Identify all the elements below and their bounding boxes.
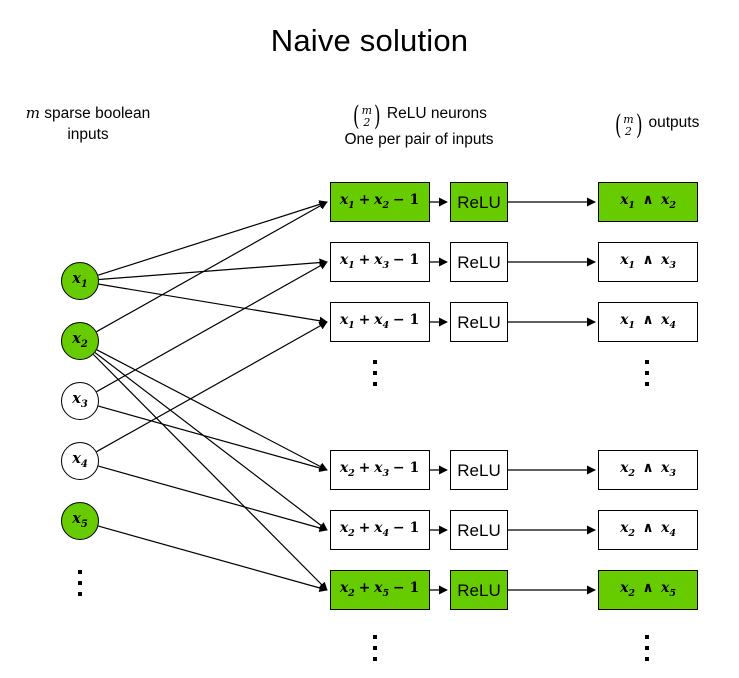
- input-node-label: x1: [72, 270, 88, 290]
- edge-x4-to-r5: [98, 465, 328, 533]
- input-node-label: x4: [72, 450, 88, 470]
- input-node-label: x2: [72, 330, 88, 350]
- preactivation-box-r1[interactable]: x1 + x2 − 1: [330, 182, 430, 222]
- input-node-label: x5: [72, 510, 88, 530]
- preactivation-box-r2[interactable]: x1 + x3 − 1: [330, 242, 430, 282]
- output-expression: x2 ∧ x3: [620, 460, 676, 480]
- edge-x1-to-r1: [97, 200, 328, 276]
- preactivation-expression: x1 + x4 − 1: [339, 312, 420, 332]
- edge-x5-to-r6: [98, 525, 328, 593]
- input-to-neuron-edges: [92, 200, 328, 593]
- input-node-x4[interactable]: x4: [61, 442, 99, 480]
- column-header-inputs-line1: m sparse boolean: [4, 103, 172, 124]
- binom-right-paren: ): [374, 100, 381, 132]
- preactivation-expression: x1 + x3 − 1: [339, 252, 420, 272]
- relu-label: ReLU: [457, 312, 501, 332]
- binom-top: m: [361, 104, 373, 118]
- preactivation-box-r5[interactable]: x2 + x4 − 1: [330, 510, 430, 550]
- relu-label: ReLU: [457, 580, 501, 600]
- page-title: Naive solution: [270, 23, 469, 58]
- preactivation-expression: x2 + x5 − 1: [339, 580, 420, 600]
- output-box-r3[interactable]: x1 ∧ x4: [598, 302, 698, 342]
- edge-x2-to-r6: [92, 354, 328, 591]
- input-column-ellipsis: [77, 570, 83, 596]
- output-box-r5[interactable]: x2 ∧ x4: [598, 510, 698, 550]
- edge-x2-to-r4: [96, 349, 328, 471]
- relu-box-r5[interactable]: ReLU: [450, 510, 508, 550]
- output-expression: x1 ∧ x4: [620, 312, 676, 332]
- edge-x1-to-r3: [98, 283, 328, 325]
- edge-x1-to-r2: [98, 258, 328, 281]
- output-expression: x1 ∧ x3: [620, 252, 676, 272]
- input-node-x3[interactable]: x3: [61, 382, 99, 420]
- input-node-x2[interactable]: x2: [61, 322, 99, 360]
- edge-x2-to-r1: [96, 201, 328, 333]
- preactivation-expression: x2 + x4 − 1: [339, 520, 420, 540]
- binom-right-paren: ): [635, 109, 643, 141]
- output-box-r2[interactable]: x1 ∧ x3: [598, 242, 698, 282]
- output-box-r4[interactable]: x2 ∧ x3: [598, 450, 698, 490]
- column-header-inputs: m sparse boolean inputs: [4, 103, 172, 145]
- binom-left-paren: (: [353, 100, 360, 132]
- binom-bottom: 2: [624, 124, 632, 138]
- output-expression: x2 ∧ x5: [620, 580, 676, 600]
- relu-box-r4[interactable]: ReLU: [450, 450, 508, 490]
- input-node-x5[interactable]: x5: [61, 502, 99, 540]
- output-expression: x2 ∧ x4: [620, 520, 676, 540]
- relu-label: ReLU: [457, 192, 501, 212]
- output-expression: x1 ∧ x2: [620, 192, 676, 212]
- column-header-inputs-line2: inputs: [67, 126, 109, 143]
- preactivation-box-r6[interactable]: x2 + x5 − 1: [330, 570, 430, 610]
- relu-label: ReLU: [457, 460, 501, 480]
- column-header-hidden-line2: One per pair of inputs: [344, 131, 494, 149]
- column-header-inputs-line1-text: sparse boolean: [39, 105, 151, 122]
- column-header-hidden-line1-text: ReLU neurons: [382, 105, 487, 122]
- output-box-r6[interactable]: x2 ∧ x5: [598, 570, 698, 610]
- output-column-ellipsis-1: [644, 360, 650, 386]
- preactivation-box-r3[interactable]: x1 + x4 − 1: [330, 302, 430, 342]
- math-symbol-m: m: [25, 104, 40, 122]
- binom-bottom: 2: [363, 115, 371, 129]
- hidden-column-ellipsis-1: [372, 360, 378, 386]
- binom-top: m: [623, 113, 634, 127]
- input-node-label: x3: [72, 390, 88, 410]
- relu-box-r1[interactable]: ReLU: [450, 182, 508, 222]
- relu-box-r3[interactable]: ReLU: [450, 302, 508, 342]
- binom-left-paren: (: [614, 109, 622, 141]
- relu-box-r2[interactable]: ReLU: [450, 242, 508, 282]
- preactivation-box-r4[interactable]: x2 + x3 − 1: [330, 450, 430, 490]
- relu-label: ReLU: [457, 252, 501, 272]
- edge-x3-to-r2: [96, 261, 328, 393]
- hidden-column-ellipsis-2: [372, 635, 378, 661]
- input-node-x1[interactable]: x1: [61, 262, 99, 300]
- output-column-ellipsis-2: [644, 635, 650, 661]
- preactivation-expression: x1 + x2 − 1: [339, 192, 420, 212]
- edge-x2-to-r5: [94, 352, 328, 531]
- output-box-r1[interactable]: x1 ∧ x2: [598, 182, 698, 222]
- relu-box-r6[interactable]: ReLU: [450, 570, 508, 610]
- neuron-to-output-edges: [430, 197, 596, 595]
- preactivation-expression: x2 + x3 − 1: [339, 460, 420, 480]
- column-header-outputs-text: outputs: [644, 114, 700, 131]
- relu-label: ReLU: [457, 520, 501, 540]
- edge-x3-to-r4: [98, 405, 328, 473]
- edge-x4-to-r3: [96, 321, 328, 453]
